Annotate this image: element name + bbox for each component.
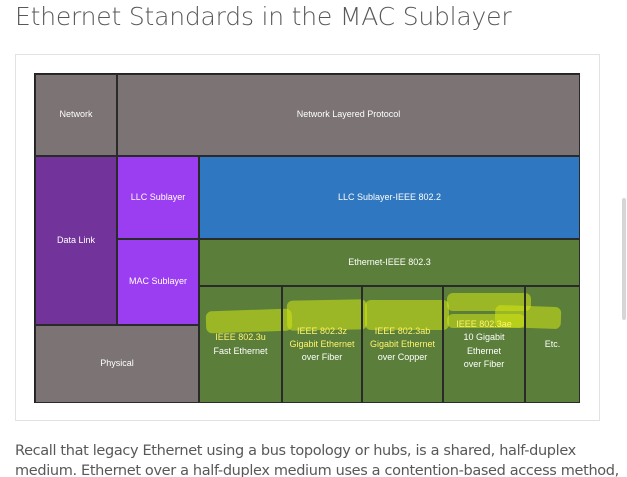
standard-name: IEEE 802.3ae: [456, 319, 512, 330]
standard-cell-802-3ae: IEEE 802.3ae 10 Gigabit Ethernet over Fi…: [443, 286, 525, 403]
ethernet-standard-box: Ethernet-IEEE 802.3: [199, 239, 580, 286]
body-line: Recall that legacy Ethernet using a bus …: [15, 443, 576, 459]
standard-cell-802-3u: IEEE 802.3u Fast Ethernet: [199, 286, 282, 403]
scrollbar-thumb[interactable]: [622, 198, 626, 320]
standard-desc-line: Ethernet: [466, 345, 501, 356]
standard-name: IEEE 802.3z: [296, 325, 348, 336]
standard-desc-line: Fast Ethernet: [213, 345, 268, 356]
ethernet-standard-text: Ethernet-IEEE 802.3: [348, 256, 431, 267]
llc-sublayer-text: LLC Sublayer: [130, 191, 186, 202]
network-label-text: Network: [59, 109, 93, 120]
scrollbar[interactable]: [619, 0, 627, 477]
data-link-layer-label: Data Link: [35, 156, 117, 325]
network-layer-label: Network: [35, 74, 117, 156]
mac-sublayer-text: MAC Sublayer: [128, 276, 188, 287]
data-link-label-text: Data Link: [56, 234, 96, 245]
body-paragraph: Recall that legacy Ethernet using a bus …: [15, 441, 619, 477]
standard-name: IEEE 802.3u: [215, 332, 266, 343]
network-protocol-box: Network Layered Protocol: [117, 74, 580, 156]
standard-desc-line: over Copper: [377, 352, 428, 363]
standard-cell-802-3z: IEEE 802.3z Gigabit Ethernet over Fiber: [282, 286, 362, 403]
mac-sublayer-label: MAC Sublayer: [117, 239, 199, 325]
physical-layer-label: Physical: [35, 325, 199, 403]
standard-desc-line: Gigabit Ethernet: [289, 338, 355, 349]
standard-name: IEEE 802.3ab: [374, 325, 431, 336]
llc-standard-text: LLC Sublayer-IEEE 802.2: [337, 191, 442, 202]
standard-desc-line: over Fiber: [301, 352, 343, 363]
body-line: medium. Ethernet over a half-duplex medi…: [15, 463, 619, 477]
llc-sublayer-label: LLC Sublayer: [117, 156, 199, 239]
llc-standard-box: LLC Sublayer-IEEE 802.2: [199, 156, 580, 239]
page-title: Ethernet Standards in the MAC Sublayer: [15, 2, 512, 31]
standard-desc-line: Etc.: [544, 338, 561, 349]
standard-desc-line: over Fiber: [463, 358, 505, 369]
standard-desc-line: Gigabit Ethernet: [369, 338, 436, 349]
physical-label-text: Physical: [100, 358, 134, 369]
standard-cell-802-3ab: IEEE 802.3ab Gigabit Ethernet over Coppe…: [362, 286, 443, 403]
network-protocol-text: Network Layered Protocol: [296, 109, 401, 120]
standard-desc-line: 10 Gigabit: [463, 332, 505, 343]
standard-cell-etc: Etc.: [525, 286, 580, 403]
mac-sublayer-diagram: Network Network Layered Protocol Data Li…: [34, 73, 580, 403]
